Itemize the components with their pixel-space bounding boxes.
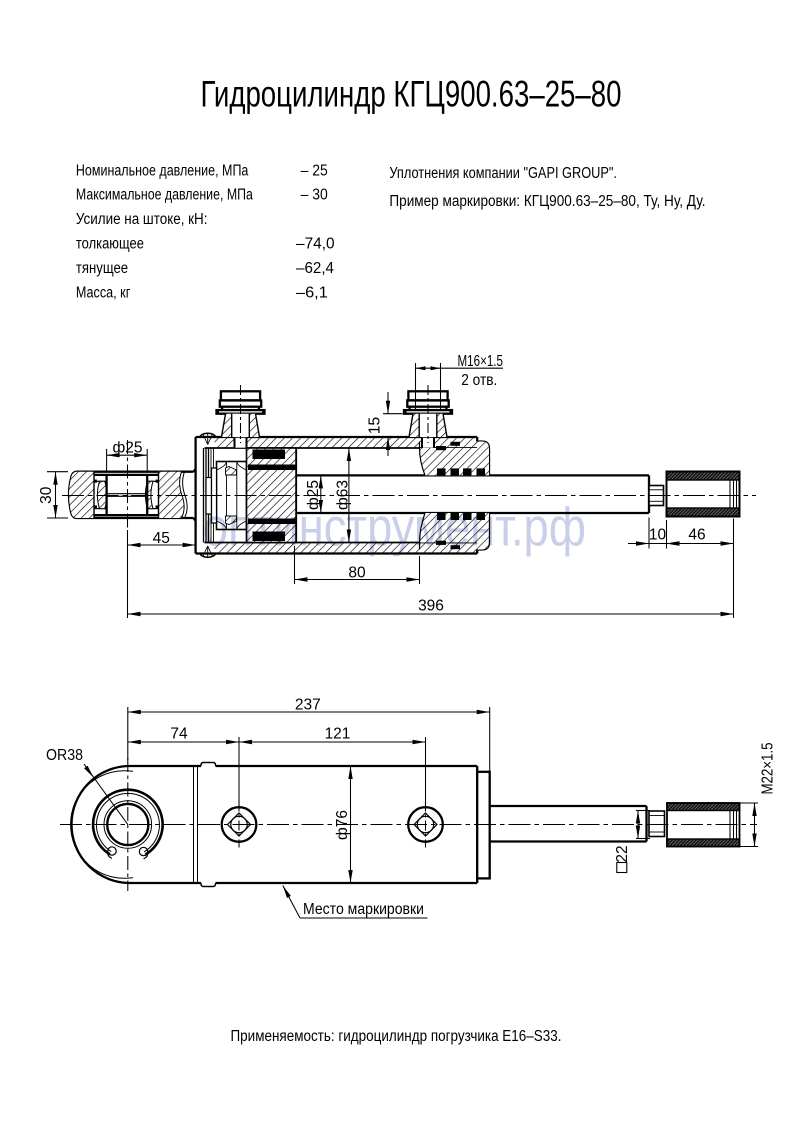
svg-text:30: 30 [38,486,55,504]
svg-text:–6,1: –6,1 [296,285,328,302]
svg-text:M22×1.5: M22×1.5 [760,743,777,795]
svg-text:толкающее: толкающее [76,236,144,253]
svg-text:– 25: – 25 [301,163,328,180]
svg-text:74: 74 [170,725,188,742]
svg-text:M16×1.5: M16×1.5 [458,353,504,370]
svg-text:– 30: – 30 [301,187,329,204]
svg-text:Уплотнения компании "GAPI GROU: Уплотнения компании "GAPI GROUP". [389,165,617,182]
svg-text:ф25: ф25 [113,440,143,457]
svg-text:Пример маркировки: КГЦ900.63–2: Пример маркировки: КГЦ900.63–25–80, Ту, … [389,193,705,210]
svg-text:Гидроцилиндр КГЦ900.63–25–80: Гидроцилиндр КГЦ900.63–25–80 [201,74,622,115]
svg-text:46: 46 [688,527,705,544]
svg-text:Масса, кг: Масса, кг [76,285,131,302]
svg-text:396: 396 [418,597,444,614]
svg-text:10: 10 [649,527,667,544]
svg-text:121: 121 [325,725,351,742]
svg-text:22: 22 [614,845,631,862]
svg-text:ф76: ф76 [334,810,351,840]
svg-text:80: 80 [348,564,366,581]
svg-text:Усилие на штоке, кН:: Усилие на штоке, кН: [76,211,208,228]
svg-text:15: 15 [367,417,384,434]
svg-text:OR38: OR38 [46,747,83,764]
svg-text:2 отв.: 2 отв. [461,372,497,389]
svg-text:тянущее: тянущее [76,260,128,277]
svg-text:–74,0: –74,0 [296,236,335,253]
svg-text:45: 45 [153,530,170,547]
svg-text:Место маркировки: Место маркировки [303,901,424,918]
svg-text:237: 237 [295,696,321,713]
svg-text:–62,4: –62,4 [296,260,334,277]
svg-text:Максимальное давление, МПа: Максимальное давление, МПа [76,187,253,204]
svg-text:Номинальное давление, МПа: Номинальное давление, МПа [76,163,249,180]
svg-text:Применяемость: гидроцилиндр по: Применяемость: гидроцилиндр погрузчика Е… [231,1028,562,1045]
svg-text:оптинструмент.рф: оптинструмент.рф [203,498,586,558]
